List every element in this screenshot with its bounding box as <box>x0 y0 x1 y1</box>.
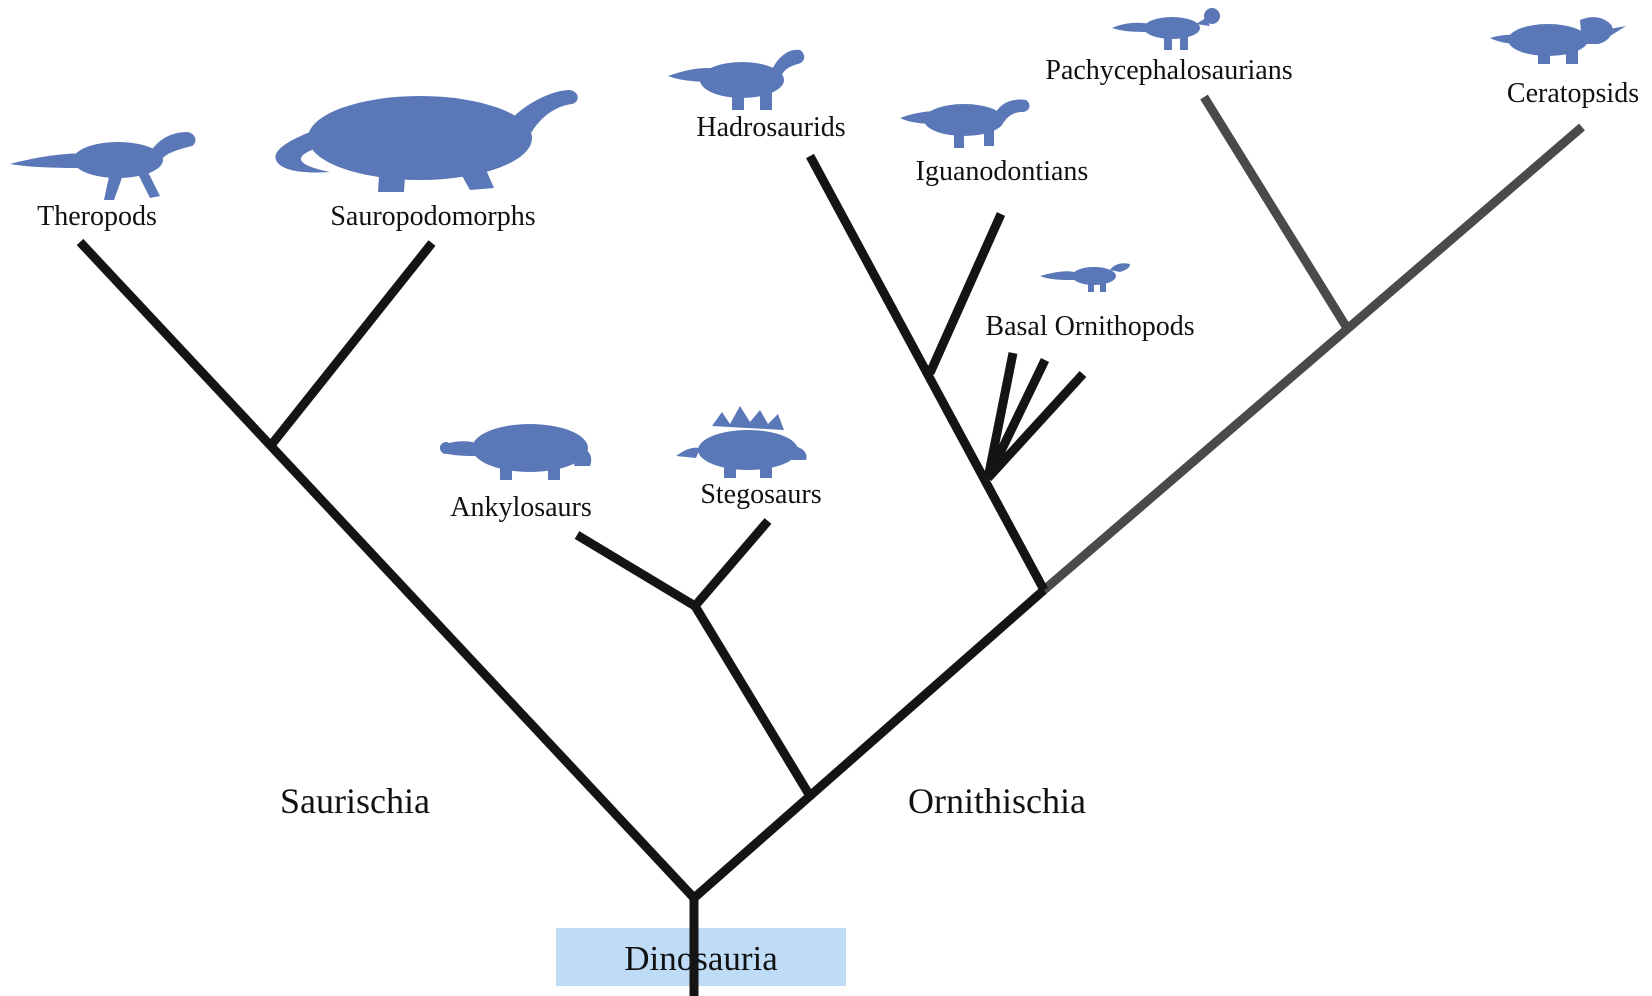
taxon-label-pachycephalosaurians: Pachycephalosaurians <box>1045 55 1292 86</box>
branch-stegosaurs <box>695 521 768 606</box>
taxon-label-sauropodomorphs: Sauropodomorphs <box>330 201 535 232</box>
taxon-label-iguanodontians: Iguanodontians <box>916 156 1089 187</box>
taxon-label-hadrosaurids: Hadrosaurids <box>696 112 845 143</box>
sauropod-silhouette-icon <box>275 90 577 192</box>
iguanodon-silhouette-icon <box>900 100 1029 149</box>
root-label: Dinosauria <box>624 939 778 978</box>
branch-ankylosaurs <box>577 535 695 606</box>
group-label-saurischia: Saurischia <box>280 781 430 821</box>
taxon-label-theropods: Theropods <box>37 201 157 232</box>
group-label-ornithischia: Ornithischia <box>908 781 1086 821</box>
branch-marginocephalia <box>1044 127 1582 590</box>
branch-pachycephalosaurians <box>1204 97 1347 328</box>
hadrosaur-silhouette-icon <box>668 50 804 110</box>
theropod-silhouette-icon <box>10 132 195 200</box>
ceratopsid-silhouette-icon <box>1490 17 1626 64</box>
taxon-label-basal-ornithopods: Basal Ornithopods <box>985 311 1194 342</box>
cladogram-branches <box>80 97 1582 996</box>
ornithopod-silhouette-icon <box>1040 263 1130 292</box>
pachycephalosaur-silhouette-icon <box>1112 8 1220 50</box>
stegosaur-silhouette-icon <box>676 406 807 478</box>
branch-sauropodomorphs <box>272 243 432 444</box>
branch-iguanodontians <box>930 214 1001 373</box>
branch-ornithischia <box>694 590 1044 898</box>
ankylosaur-silhouette-icon <box>440 424 591 480</box>
branch-thyreophora <box>695 606 810 796</box>
taxon-label-ankylosaurs: Ankylosaurs <box>450 492 592 523</box>
taxon-label-ceratopsids: Ceratopsids <box>1507 78 1639 109</box>
taxon-label-stegosaurs: Stegosaurs <box>700 479 821 510</box>
